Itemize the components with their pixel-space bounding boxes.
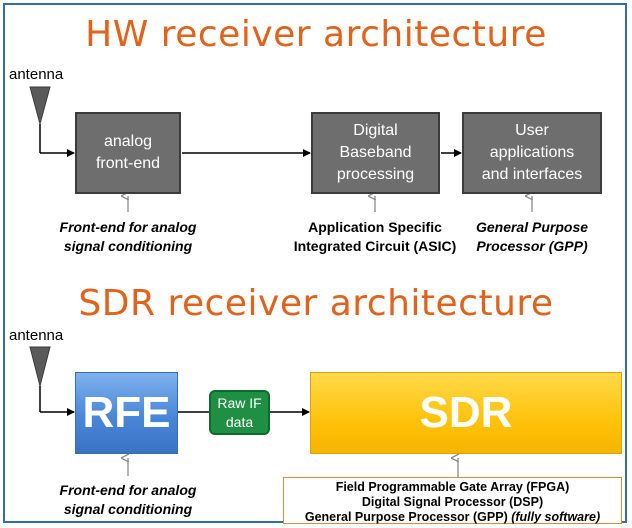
processor-options-box	[283, 477, 622, 524]
sdr-block: SDR	[310, 372, 622, 454]
processor-dsp-line: Digital Signal Processor (DSP)	[361, 495, 544, 509]
hw-gpp-caption: General Purpose Processor (GPP)	[475, 219, 589, 254]
sdr-title: SDR receiver architecture	[78, 283, 554, 324]
sdr-antenna-label: antenna	[9, 327, 64, 344]
processor-gpp-line: General Purpose Processor (GPP) (fully s…	[283, 510, 622, 524]
processor-fpga-line: Field Programmable Gate Array (FPGA)	[335, 480, 570, 494]
sdr-antenna-icon	[29, 346, 51, 412]
user-applications-block: User applications and interfaces	[462, 112, 602, 194]
hw-antenna-icon	[29, 86, 51, 153]
processor-gpp-text: General Purpose Processor (GPP)	[304, 510, 512, 524]
processor-gpp-italic-text: (fully software)	[511, 510, 601, 524]
hw-asic-caption: Application Specific Integrated Circuit …	[293, 219, 457, 254]
hw-frontend-caption: Front-end for analog signal conditioning	[59, 219, 197, 254]
digital-baseband-block: Digital Baseband processing	[311, 112, 440, 194]
rfe-block: RFE	[75, 372, 178, 454]
hw-antenna-label: antenna	[9, 66, 64, 83]
analog-front-end-block: analog front-end	[75, 112, 181, 194]
raw-if-data-block: Raw IF data	[209, 390, 270, 435]
hw-title: HW receiver architecture	[85, 14, 547, 55]
sdr-frontend-caption: Front-end for analog signal conditioning	[59, 482, 197, 517]
